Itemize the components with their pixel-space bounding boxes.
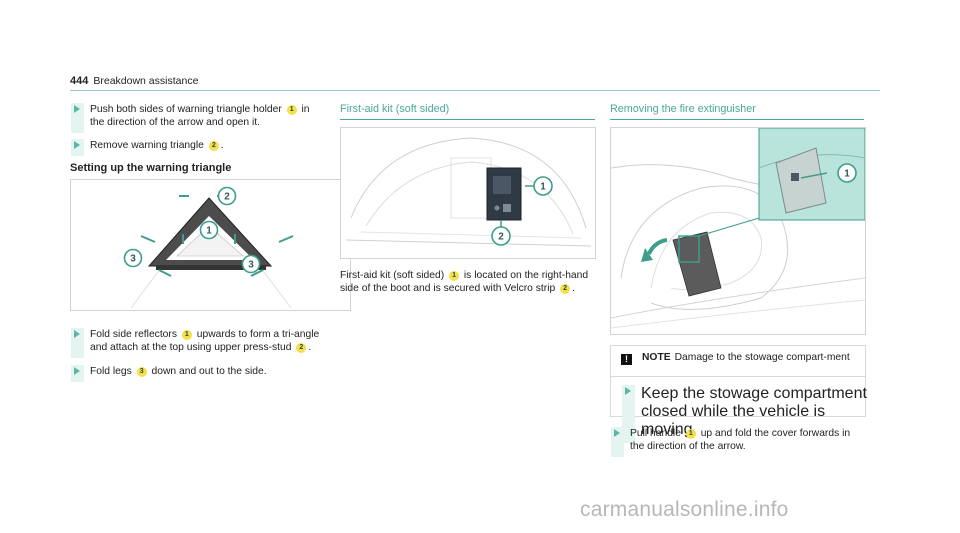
note-label: NOTE [642, 352, 671, 363]
first-aid-paragraph: First-aid kit (soft sided) 1 is located … [340, 270, 589, 294]
section-rule [340, 119, 595, 120]
callout-number: 2 [560, 284, 571, 294]
callout-label: 1 [844, 169, 850, 180]
step-arrow-icon [74, 141, 80, 149]
warning-triangle-figure: 2 1 3 3 [70, 179, 351, 311]
callout-number: 1 [181, 330, 192, 340]
section-name: Breakdown assistance [93, 75, 199, 87]
warning-triangle-illustration: 2 1 3 3 [123, 186, 294, 309]
subheading: Setting up the warning triangle [70, 162, 232, 174]
callout-label: 3 [248, 260, 254, 271]
step-arrow-icon [625, 387, 631, 395]
page-header: 444 Breakdown assistance [70, 75, 198, 87]
step-arrow-icon [74, 367, 80, 375]
callout-label: 1 [540, 182, 546, 193]
header-rule [70, 90, 880, 91]
callout-label: 2 [224, 192, 230, 203]
callout-circle [837, 163, 857, 183]
callout-circle [123, 248, 143, 268]
note-step-keep-closed: Keep the stowage compartment closed whil… [621, 385, 871, 443]
step-arrow-icon [74, 330, 80, 338]
step-arrow-icon [614, 429, 620, 437]
step-fold-legs: Fold legs 3 down and out to the side. [70, 365, 330, 382]
first-aid-kit-figure: 1 2 [340, 127, 596, 259]
right-column-bottom: Pull handle 1 up and fold the cover forw… [610, 427, 864, 457]
callout-label: 2 [498, 232, 504, 243]
callout-circle [533, 176, 553, 196]
section-title: Removing the fire extinguisher [610, 103, 756, 115]
callout-circle [199, 220, 219, 240]
step-push-holder: Push both sides of warning triangle hold… [70, 103, 325, 133]
callout-circle [241, 254, 261, 274]
callout-circle [491, 226, 511, 246]
fire-extinguisher-section-header: Removing the fire extinguisher [610, 103, 864, 120]
step-pull-handle: Pull handle 1 up and fold the cover forw… [610, 427, 864, 457]
callout-number: 2 [296, 343, 307, 353]
section-rule [610, 119, 864, 120]
left-column-top: Push both sides of warning triangle hold… [70, 103, 325, 175]
callout-number: 3 [136, 367, 147, 377]
watermark: carmanualsonline.info [580, 498, 789, 521]
callout-number: 2 [208, 141, 219, 151]
fire-extinguisher-figure: 1 [610, 127, 866, 335]
first-aid-kit-illustration: 1 2 [345, 137, 592, 247]
first-aid-section-header: First-aid kit (soft sided) [340, 103, 595, 120]
note-text: Damage to the stowage compart-ment [674, 352, 850, 363]
left-column-bottom: Fold side reflectors 1 upwards to form a… [70, 328, 330, 382]
callout-circle [217, 186, 237, 206]
step-arrow-icon [74, 105, 80, 113]
fire-extinguisher-illustration: 1 [611, 128, 865, 329]
step-fold-reflectors: Fold side reflectors 1 upwards to form a… [70, 328, 330, 358]
step-remove-triangle: Remove warning triangle 2. [70, 139, 325, 156]
callout-number: 1 [449, 271, 460, 281]
callout-number: 1 [286, 105, 297, 115]
callout-label: 3 [130, 254, 136, 265]
callout-number: 1 [685, 429, 696, 439]
page-number: 444 [70, 75, 89, 87]
section-title: First-aid kit (soft sided) [340, 103, 450, 115]
callout-label: 1 [206, 226, 212, 237]
warning-exclamation-icon: ! [621, 354, 632, 365]
